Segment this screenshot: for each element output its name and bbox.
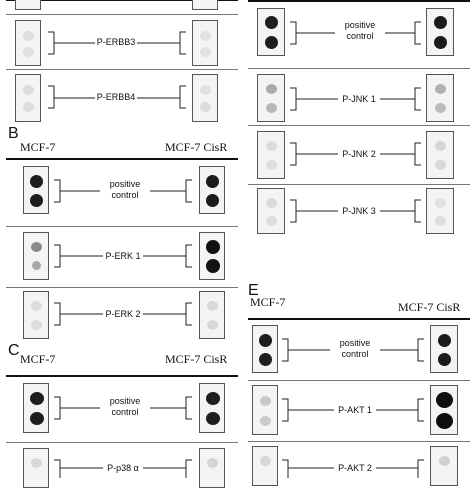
panel-a-strip-cropped-left: [15, 0, 41, 10]
panel-c-separator: [6, 442, 238, 443]
panel-b-erk1-strip-right: [199, 232, 225, 280]
panel-e-positive-strip-left: [252, 325, 278, 373]
panel-c-positive-strip-right: [199, 383, 225, 433]
panel-a-erbb4-connector: [48, 85, 186, 109]
panel-e-left-cell-name: MCF-7: [250, 295, 286, 309]
panel-a-separator: [6, 14, 238, 15]
panel-b-letter: B: [8, 125, 19, 142]
panel-c-top-rule: [6, 375, 238, 377]
panel-a-erbb4-label: P-ERBB4: [96, 92, 136, 102]
panel-c-p38-connector: [54, 459, 192, 478]
panel-b-positive-connector: [54, 179, 192, 203]
panel-e-separator-2: [248, 441, 470, 442]
panel-a-erbb3-connector: [48, 31, 186, 55]
panel-d-jnk2-strip-left: [257, 131, 285, 179]
panel-b-positive-label-line2: control: [111, 190, 139, 200]
panel-d-jnk1-strip-right: [426, 74, 454, 122]
panel-e-letter: E: [248, 282, 259, 299]
panel-b-positive-strip-left: [23, 166, 49, 214]
panel-d-positive-label-line2: control: [346, 31, 374, 41]
panel-a-erbb4-strip-left: [15, 74, 41, 122]
panel-d-positive-label-line1: positive: [344, 20, 376, 30]
panel-c-letter: C: [8, 342, 20, 359]
panel-d-jnk3-strip-right: [426, 188, 454, 234]
panel-b-erk1-connector: [54, 244, 192, 268]
panel-b-left-cell-name: MCF-7: [20, 140, 56, 154]
panel-e-separator: [248, 380, 470, 381]
panel-a-strip-cropped-right: [192, 0, 218, 10]
panel-b-right-cell-name: MCF-7 CisR: [165, 140, 228, 154]
panel-e-right-cell-name: MCF-7 CisR: [398, 300, 461, 314]
panel-d-jnk3-label: P-JNK 3: [342, 206, 376, 216]
panel-b-erk2-label: P-ERK 2: [105, 309, 141, 319]
panel-c-positive-label-line1: positive: [109, 396, 141, 406]
panel-d-jnk2-connector: [290, 142, 421, 166]
panel-d-jnk1-strip-left: [257, 74, 285, 122]
panel-b-separator: [6, 226, 238, 227]
panel-c-p38-label: P-p38 α: [107, 463, 139, 473]
panel-a-top-rule: [6, 0, 238, 1]
panel-b-positive-strip-right: [199, 166, 225, 214]
panel-d-jnk2-label: P-JNK 2: [342, 149, 376, 159]
panel-b-separator-2: [6, 287, 238, 288]
panel-d-top-rule: [248, 0, 470, 2]
panel-b-erk2-strip-right: [199, 291, 225, 339]
panel-b-top-rule: [6, 158, 238, 160]
panel-d-jnk3-connector: [290, 199, 421, 223]
panel-b-erk2-strip-left: [23, 291, 49, 339]
panel-c-left-cell-name: MCF-7: [20, 352, 56, 366]
panel-a-erbb3-strip-left: [15, 20, 41, 66]
panel-e-top-rule: [248, 318, 470, 320]
panel-e-akt2-label: P-AKT 2: [338, 463, 372, 473]
panel-e-akt2-connector: [282, 459, 424, 478]
panel-a-separator-2: [6, 69, 238, 70]
panel-e-akt1-strip-left: [252, 385, 278, 435]
panel-b-erk2-connector: [54, 302, 192, 326]
panel-d-positive-strip-right: [426, 8, 454, 56]
panel-e-akt2-strip-left: [252, 446, 278, 486]
panel-b-positive-label-line1: positive: [109, 179, 141, 189]
panel-e-akt2-strip-right: [430, 446, 458, 486]
panel-b-erk1-label: P-ERK 1: [105, 251, 141, 261]
panel-a-erbb3-strip-right: [192, 20, 218, 66]
panel-e-positive-strip-right: [430, 325, 458, 373]
panel-b-erk1-strip-left: [23, 232, 49, 280]
panel-d-jnk1-connector: [290, 87, 421, 111]
panel-c-positive-connector: [54, 396, 192, 420]
panel-e-positive-connector: [282, 338, 424, 362]
panel-c-right-cell-name: MCF-7 CisR: [165, 352, 228, 366]
panel-e-akt1-label: P-AKT 1: [338, 405, 372, 415]
panel-d-jnk1-label: P-JNK 1: [342, 94, 376, 104]
panel-d-jnk3-strip-left: [257, 188, 285, 234]
panel-d-separator: [248, 68, 470, 69]
panel-d-positive-strip-left: [257, 8, 285, 56]
panel-c-p38-strip-right: [199, 448, 225, 488]
panel-d-positive-connector: [290, 21, 421, 45]
panel-a-erbb4-strip-right: [192, 74, 218, 122]
panel-c-p38-strip-left: [23, 448, 49, 488]
panel-a-erbb3-label: P-ERBB3: [96, 37, 136, 47]
panel-c-positive-label-line2: control: [111, 407, 139, 417]
panel-e-akt1-strip-right: [430, 385, 458, 435]
panel-c-positive-strip-left: [23, 383, 49, 433]
panel-e-akt1-connector: [282, 398, 424, 422]
panel-d-separator-3: [248, 184, 470, 185]
panel-d-separator-2: [248, 125, 470, 126]
panel-e-positive-label-line1: positive: [339, 338, 371, 348]
panel-e-positive-label-line2: control: [341, 349, 369, 359]
panel-d-jnk2-strip-right: [426, 131, 454, 179]
